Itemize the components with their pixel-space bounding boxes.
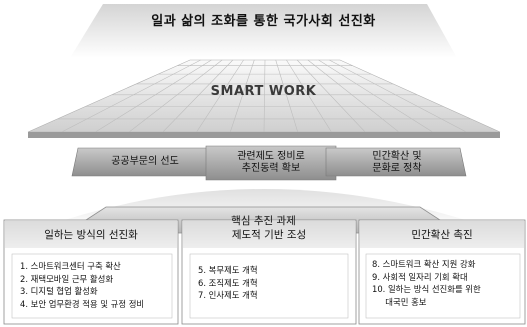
column-2-heading: 제도적 기반 조성 bbox=[231, 229, 307, 241]
pillar-3 bbox=[325, 147, 467, 177]
list-item: 3. 디지털 협업 활성화 bbox=[20, 286, 98, 296]
list-item: 7. 인사제도 개혁 bbox=[198, 290, 258, 300]
column-1-list: 1. 스마트워크센터 구축 확산 2. 재택모바일 근무 활성화 3. 디지털 … bbox=[20, 260, 144, 310]
pillar-3-line-1: 민간확산 및 bbox=[372, 151, 422, 162]
platform-label: SMART WORK bbox=[210, 84, 317, 99]
column-3-list: 8. 스마트워크 확산 지원 강화 9. 사회적 일자리 기회 확대 10. 일… bbox=[372, 258, 481, 308]
column-3-head bbox=[360, 221, 524, 248]
column-2-list: 5. 복무제도 개혁 6. 조직제도 개혁 7. 인사제도 개혁 bbox=[198, 264, 258, 302]
list-item: 6. 조직제도 개혁 bbox=[198, 277, 258, 288]
column-2-head bbox=[183, 221, 355, 248]
list-item: 대국민 홍보 bbox=[372, 296, 427, 307]
title-roof bbox=[70, 4, 457, 58]
pillar-label-2: 관련제도 정비로 추진동력 확보 bbox=[206, 151, 336, 175]
list-item: 5. 복무제도 개혁 bbox=[198, 265, 258, 275]
pillar-label-3: 민간확산 및 문화로 정착 bbox=[330, 151, 464, 175]
pillar-3-line-2: 문화로 정착 bbox=[372, 163, 422, 174]
pillar-2 bbox=[205, 145, 337, 181]
column-3-heading: 민간확산 촉진 bbox=[411, 229, 473, 241]
list-item: 9. 사회적 일자리 기회 확대 bbox=[372, 271, 468, 282]
pillar-label-1: 공공부문의 선도 bbox=[78, 156, 212, 168]
pillar-2-line-2: 추진동력 확보 bbox=[241, 163, 301, 174]
column-1-head bbox=[5, 221, 177, 248]
list-item: 1. 스마트워크센터 구축 확산 bbox=[20, 261, 121, 271]
platform-floor bbox=[27, 59, 501, 138]
pillar-1-line-1: 공공부문의 선도 bbox=[111, 156, 179, 167]
list-item: 8. 스마트워크 확산 지원 강화 bbox=[372, 259, 476, 269]
banner-label: 핵심 추진 과제 bbox=[231, 215, 296, 227]
pillars bbox=[71, 145, 467, 181]
list-item: 10. 일하는 방식 선진화를 위한 bbox=[372, 284, 481, 294]
task-columns bbox=[3, 219, 526, 325]
list-item: 4. 보안 업무환경 적용 및 규정 정비 bbox=[20, 298, 145, 309]
list-item: 2. 재택모바일 근무 활성화 bbox=[20, 273, 114, 284]
diagram-title: 일과 삶의 조화를 통한 국가사회 선진화 bbox=[151, 14, 376, 29]
pillar-2-line-1: 관련제도 정비로 bbox=[237, 151, 305, 162]
column-1-heading: 일하는 방식의 선진화 bbox=[44, 229, 138, 241]
